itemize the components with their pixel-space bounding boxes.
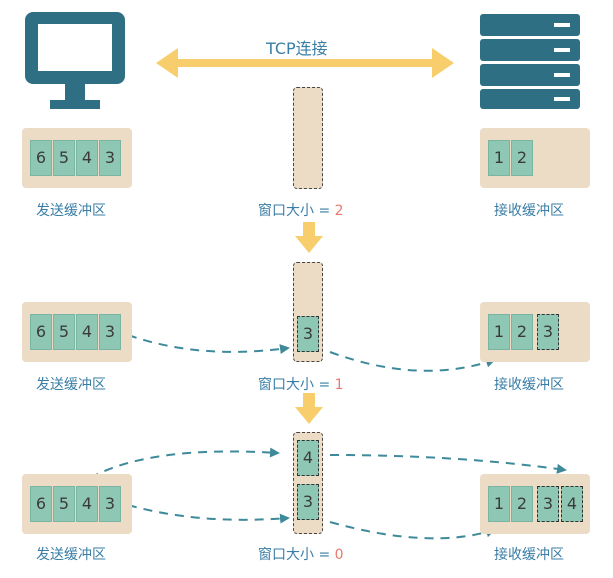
flow-arrow-send-row3-bottom <box>127 504 290 524</box>
window-size-label: 窗口大小 = 0 <box>258 547 344 563</box>
sender-cell: 5 <box>53 314 75 350</box>
window-cell: 4 <box>297 440 319 476</box>
receiver-cell: 3 <box>537 486 559 522</box>
computer-monitor-icon <box>25 12 125 109</box>
receiver-buffer-label: 接收缓冲区 <box>494 377 564 393</box>
sender-cell: 6 <box>30 486 52 522</box>
tcp-connection-label: TCP连接 <box>266 39 328 58</box>
receiver-cell: 1 <box>488 140 510 176</box>
sender-cell: 5 <box>53 486 75 522</box>
receiver-cell: 1 <box>488 486 510 522</box>
receiver-buffer-label: 接收缓冲区 <box>494 547 564 563</box>
tcp-connection-arrow <box>156 48 454 78</box>
receiver-cell: 1 <box>488 314 510 350</box>
sender-cell: 5 <box>53 140 75 176</box>
server-rack-icon <box>480 14 580 109</box>
receiver-buffer-label: 接收缓冲区 <box>494 203 564 219</box>
receiver-cell: 3 <box>537 314 559 350</box>
sender-cell: 6 <box>30 140 52 176</box>
down-arrow-2 <box>295 393 323 424</box>
sender-cell: 3 <box>99 314 121 350</box>
down-arrow-1 <box>295 222 323 253</box>
sender-buffer-label: 发送缓冲区 <box>36 377 106 393</box>
window-size-value: 2 <box>334 203 344 219</box>
window-size-value: 0 <box>334 547 344 563</box>
window-size-label: 窗口大小 = 2 <box>258 203 344 219</box>
sender-buffer-label: 发送缓冲区 <box>36 547 106 563</box>
flow-arrow-recv-row3-top <box>329 454 567 474</box>
receiver-cell: 2 <box>511 486 533 522</box>
receiver-cell: 4 <box>561 486 583 522</box>
sender-cell: 3 <box>99 486 121 522</box>
window-size-label: 窗口大小 = 1 <box>258 377 344 393</box>
sender-cell: 3 <box>99 140 121 176</box>
sender-buffer-label: 发送缓冲区 <box>36 203 106 219</box>
flow-arrow-send-row2 <box>127 334 290 355</box>
sender-cell: 6 <box>30 314 52 350</box>
window-cell: 3 <box>297 484 319 520</box>
window-cell: 3 <box>297 316 319 352</box>
receiver-cell: 2 <box>511 314 533 350</box>
flow-arrow-send-row3-top <box>89 447 280 479</box>
sender-cell: 4 <box>76 314 98 350</box>
flow-arrow-recv-row3-bottom <box>329 521 496 540</box>
window-column <box>293 87 323 189</box>
sender-cell: 4 <box>76 140 98 176</box>
sender-cell: 4 <box>76 486 98 522</box>
window-size-value: 1 <box>334 377 344 393</box>
receiver-cell: 2 <box>511 140 533 176</box>
flow-arrow-recv-row2 <box>329 351 496 372</box>
